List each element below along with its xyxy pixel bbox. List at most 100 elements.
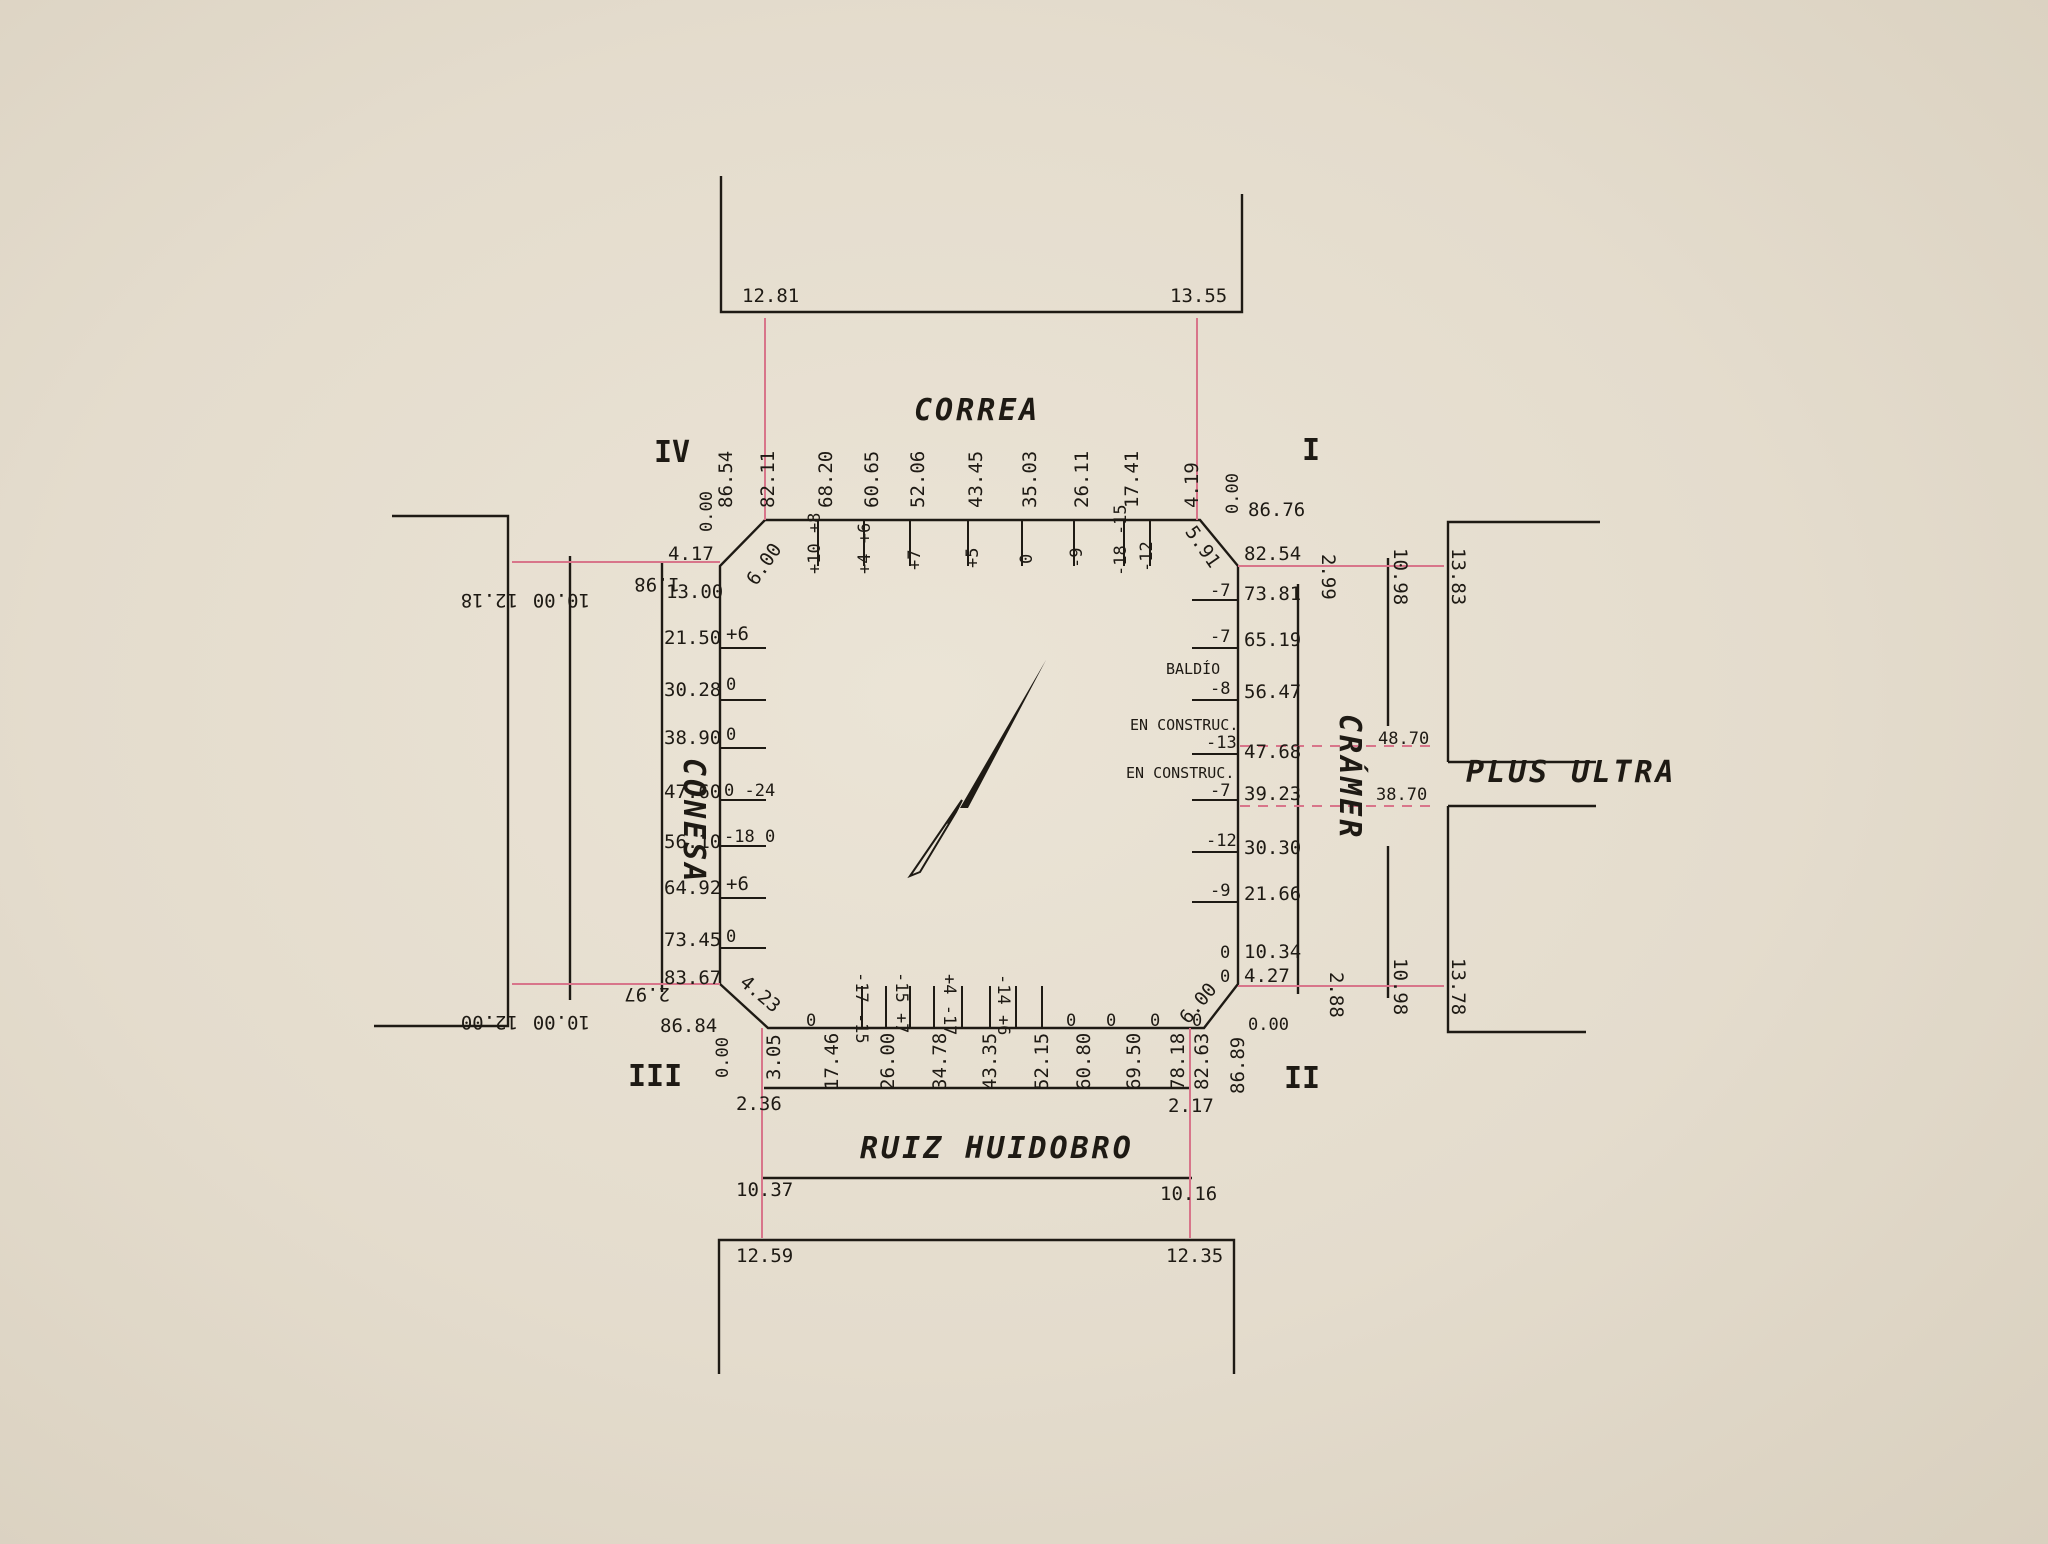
level-plus-ultra-top: 48.70 [1378,729,1429,749]
north-arrow [907,660,1046,879]
level-south-curb-right: 2.17 [1168,1095,1214,1117]
south-offset: 0 [1106,1011,1116,1031]
level-east-bottom: 13.78 [1447,958,1469,1015]
north-offset: -9 [1067,548,1087,568]
level-north-left: 12.81 [742,285,799,307]
se-zero: 0.00 [1248,1015,1289,1035]
east-offset: 0 [1220,943,1230,963]
east-dist: 82.54 [1244,543,1301,565]
note-en-construc-2: EN CONSTRUC. [1126,764,1234,782]
se-side: 2.88 [1325,972,1347,1018]
south-offset: 0 [1192,1011,1202,1031]
nw-zero: 0.00 [697,491,717,532]
south-dist: 69.50 [1123,1033,1145,1090]
south-dist: 43.35 [979,1033,1001,1090]
nw-dist-top: 86.54 [715,451,737,508]
west-offset: 0 -24 [724,781,775,801]
west-dist: 13.00 [666,581,723,603]
level-plus-ultra-bottom: 38.70 [1376,785,1427,805]
south-dist: 34.78 [929,1033,951,1090]
level-south-inner-left: 10.37 [736,1179,793,1201]
east-dist: 4.27 [1244,965,1290,987]
east-offset: -7 [1210,781,1230,801]
east-offset: -13 [1206,733,1237,753]
south-offset: 0 [806,1011,816,1031]
north-dist: 26.11 [1071,451,1093,508]
south-dist: 17.46 [821,1033,843,1090]
west-side-readings: 4.17 13.00 21.50 30.28 38.90 47.60 56.10… [664,543,775,989]
east-dist: 10.34 [1244,941,1301,963]
east-offset: -7 [1210,581,1230,601]
north-dist: 60.65 [861,451,883,508]
east-offset: -9 [1210,881,1230,901]
west-offset: 0 [726,675,736,695]
ne-zero: 0.00 [1223,473,1243,514]
south-offset: +4 -17 [939,974,959,1035]
south-dist: 26.00 [877,1033,899,1090]
north-dist: 17.41 [1121,451,1143,508]
block-outline [718,518,1240,1030]
west-dist: 4.17 [668,543,714,565]
south-offset: -14 +6 [993,974,1013,1035]
west-ticks [720,647,766,949]
street-levels: 12.81 13.55 10.37 10.16 12.59 12.35 2.36… [461,285,1469,1267]
south-dist: 60.80 [1073,1033,1095,1090]
sw-curb: 3.05 [763,1034,785,1080]
level-east-top-inner: 10.98 [1389,548,1411,605]
south-dist: 52.15 [1031,1033,1053,1090]
west-dist: 83.67 [664,967,721,989]
street-name-north: CORREA [914,393,1040,428]
east-dist: 21.66 [1244,883,1301,905]
west-offset: 0 [726,927,736,947]
north-dist: 43.45 [965,451,987,508]
east-dist: 30.30 [1244,837,1301,859]
east-offset: 0 [1220,967,1230,987]
note-baldio: BALDÍO [1166,659,1220,678]
street-boundaries [374,176,1600,1374]
east-offset: -8 [1210,679,1230,699]
east-offset: -12 [1206,831,1237,851]
east-dist: 39.23 [1244,783,1301,805]
north-offset: +7 [905,550,925,570]
ne-top: 86.76 [1248,499,1305,521]
south-dist: 78.18 [1167,1033,1189,1090]
level-north-right: 13.55 [1170,285,1227,307]
north-dist: 35.03 [1019,451,1041,508]
west-dist: 64.92 [664,877,721,899]
quadrant-iv: IV [654,435,690,470]
east-dist: 73.81 [1244,583,1301,605]
level-west-bottom-inner: 10.00 [533,1011,590,1033]
north-offset: +5 [963,548,983,568]
quadrant-i: I [1302,433,1320,468]
north-dist: 68.20 [815,451,837,508]
level-south-outer-left: 12.59 [736,1245,793,1267]
west-dist: 73.45 [664,929,721,951]
south-dist: 82.63 [1191,1033,1213,1090]
ne-side: 2.99 [1317,554,1339,600]
north-offset: -12 [1137,541,1157,572]
street-name-west: CONESA [676,758,711,884]
south-offset: 0 [1066,1011,1076,1031]
se-dist: 86.89 [1227,1037,1249,1094]
west-dist: 38.90 [664,727,721,749]
west-offset: -18 0 [724,827,775,847]
west-dist: 56.10 [664,831,721,853]
south-side-readings: 17.46 26.00 34.78 43.35 52.15 60.80 69.5… [806,972,1213,1090]
west-offset: +6 [726,873,749,895]
east-side-readings: 82.54 73.81 65.19 56.47 47.68 39.23 30.3… [1126,543,1301,987]
street-name-east: CRÁMER [1332,714,1368,840]
street-name-south: RUIZ HUIDOBRO [860,1131,1134,1166]
west-dist: 30.28 [664,679,721,701]
sw-zero: 0.00 [713,1037,733,1078]
south-offset: 0 [1150,1011,1160,1031]
north-ticks [817,520,1151,566]
west-dist: 21.50 [664,627,721,649]
level-west-top: 12.18 [461,589,518,611]
east-dist: 65.19 [1244,629,1301,651]
east-offset: -7 [1210,627,1230,647]
west-offset: 0 [726,725,736,745]
south-ticks [861,986,1043,1028]
level-south-inner-right: 10.16 [1160,1183,1217,1205]
south-offset: -15 +7 [891,972,911,1033]
